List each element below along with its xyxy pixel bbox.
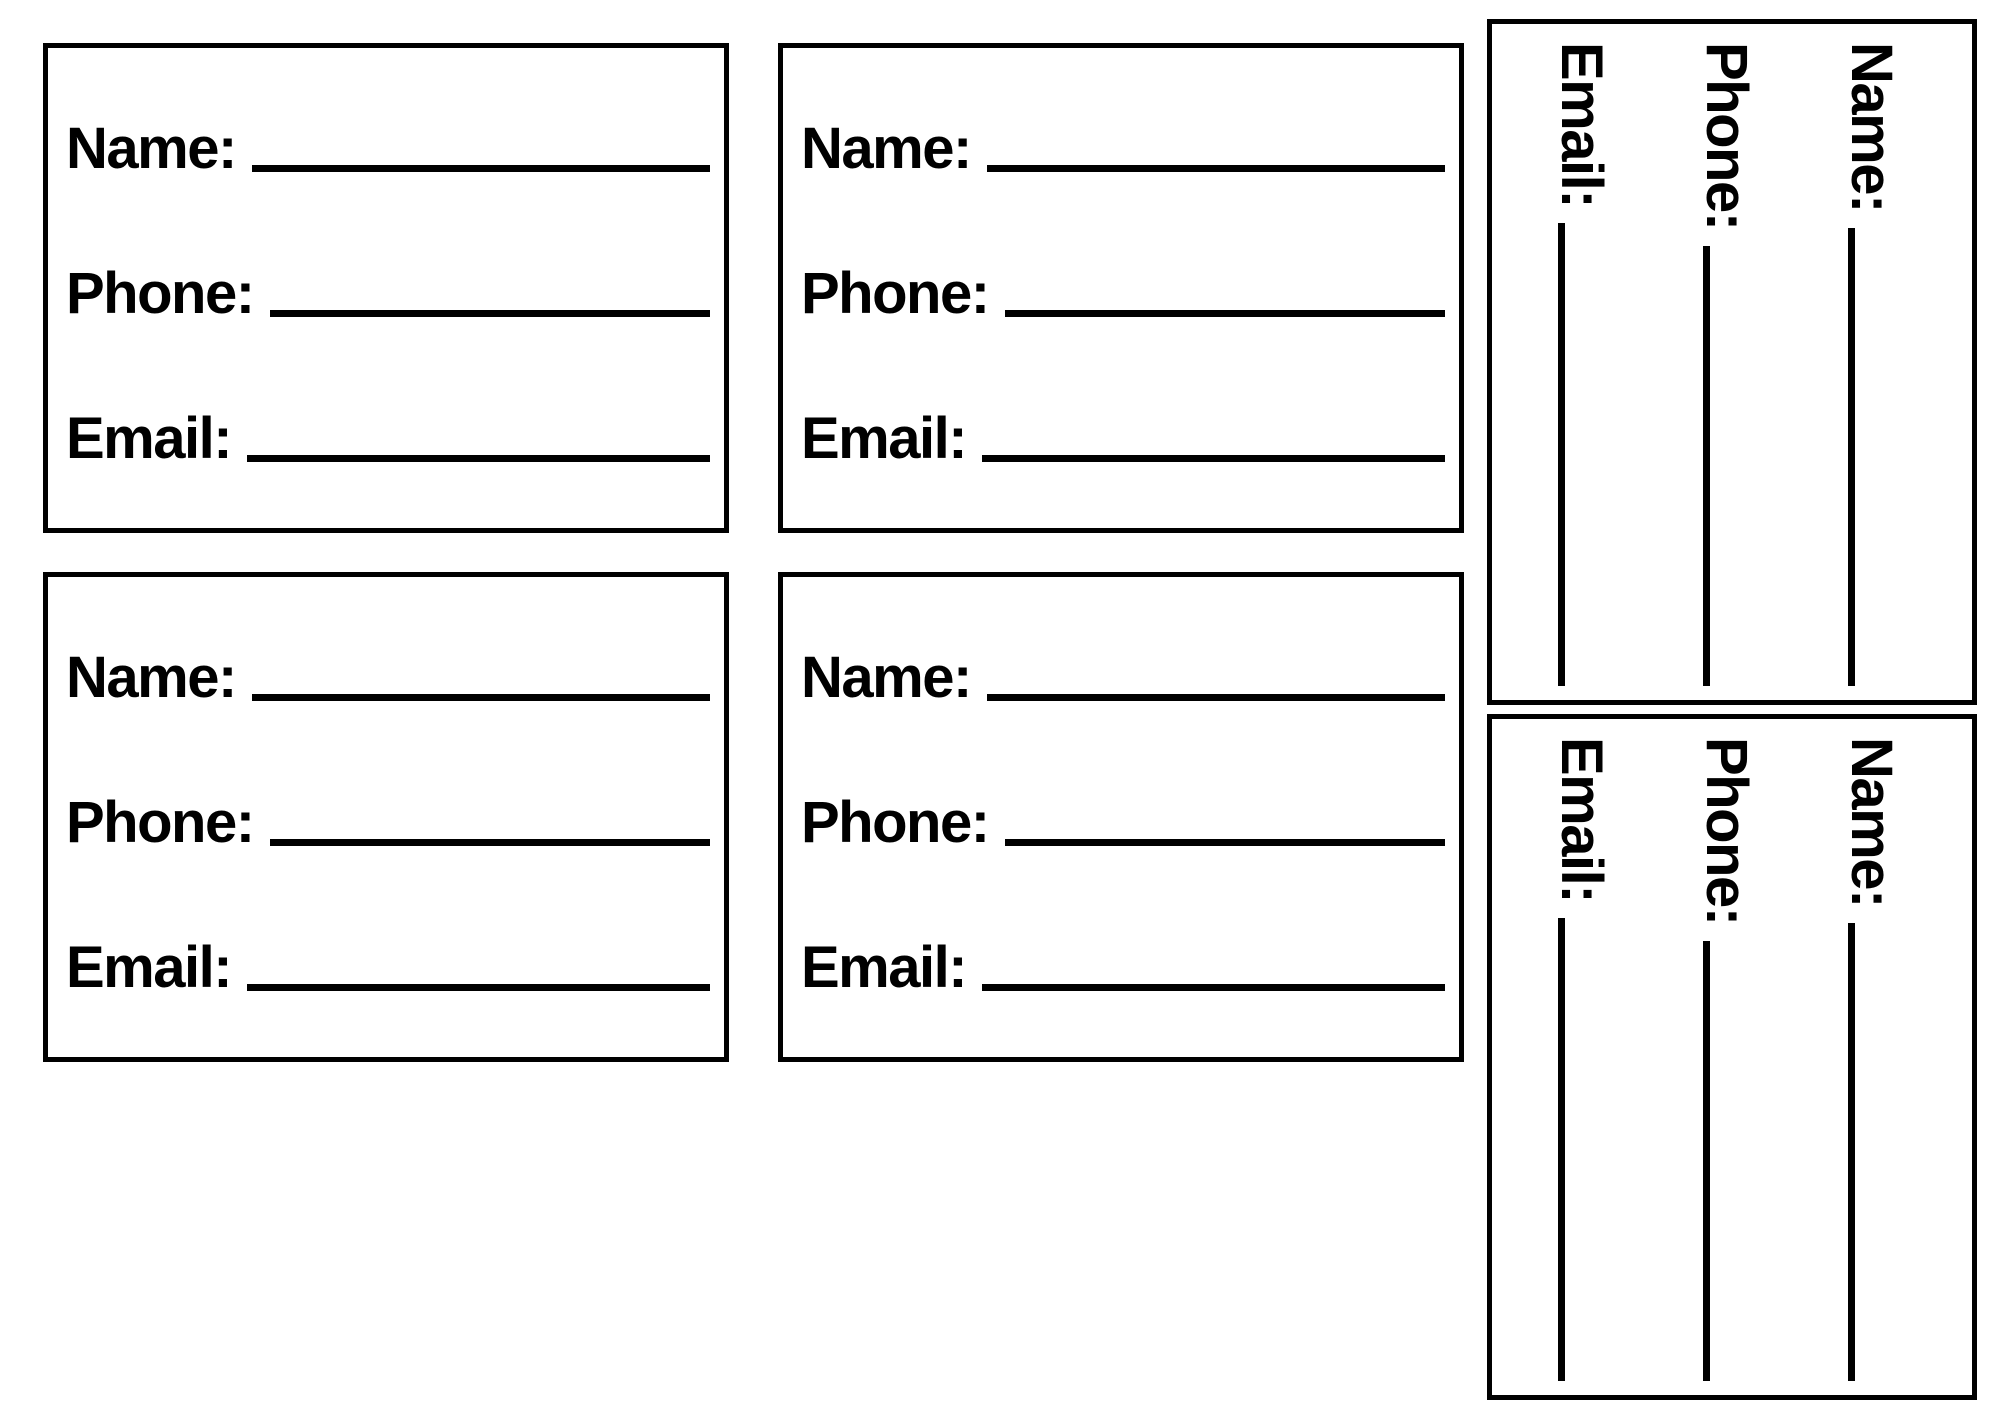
email-label: Email:	[66, 406, 233, 471]
name-blank-line	[1848, 922, 1855, 1381]
contact-card-5-rotated: Name: Phone: Email:	[1487, 19, 1977, 705]
contact-card-5: Name: Phone: Email:	[1487, 19, 1977, 705]
email-blank-line	[247, 455, 710, 462]
name-label: Name:	[66, 645, 237, 710]
name-label: Name:	[1839, 737, 1904, 907]
phone-field: Phone:	[801, 794, 1445, 852]
name-field: Name:	[801, 120, 1445, 178]
name-label: Name:	[801, 645, 972, 710]
phone-blank-line	[269, 310, 710, 317]
phone-blank-line	[1703, 245, 1710, 686]
email-field: Email:	[1549, 737, 1614, 1381]
email-label: Email:	[1549, 737, 1614, 903]
phone-blank-line	[1004, 839, 1445, 846]
name-field: Name:	[1839, 737, 1904, 1381]
email-field: Email:	[801, 939, 1445, 997]
phone-blank-line	[1004, 310, 1445, 317]
name-blank-line	[986, 694, 1445, 701]
email-field: Email:	[1549, 42, 1614, 686]
name-label: Name:	[801, 116, 972, 181]
phone-label: Phone:	[801, 261, 990, 326]
phone-field: Phone:	[66, 794, 710, 852]
phone-label: Phone:	[1694, 42, 1759, 230]
name-field: Name:	[801, 649, 1445, 707]
email-blank-line	[982, 455, 1445, 462]
email-blank-line	[247, 984, 710, 991]
phone-blank-line	[269, 839, 710, 846]
phone-label: Phone:	[66, 790, 255, 855]
contact-card-6-rotated: Name: Phone: Email:	[1487, 714, 1977, 1400]
email-field: Email:	[66, 939, 710, 997]
phone-field: Phone:	[1694, 737, 1759, 1381]
contact-card-1: Name: Phone: Email:	[43, 43, 729, 533]
name-field: Name:	[66, 120, 710, 178]
phone-field: Phone:	[801, 265, 1445, 323]
name-field: Name:	[66, 649, 710, 707]
email-label: Email:	[801, 935, 968, 1000]
phone-field: Phone:	[1694, 42, 1759, 686]
contact-card-2: Name: Phone: Email:	[778, 43, 1464, 533]
email-label: Email:	[801, 406, 968, 471]
email-field: Email:	[66, 410, 710, 468]
email-label: Email:	[66, 935, 233, 1000]
name-label: Name:	[1839, 42, 1904, 212]
name-label: Name:	[66, 116, 237, 181]
name-blank-line	[251, 165, 710, 172]
name-blank-line	[1848, 227, 1855, 686]
phone-label: Phone:	[66, 261, 255, 326]
email-blank-line	[982, 984, 1445, 991]
phone-label: Phone:	[801, 790, 990, 855]
phone-field: Phone:	[66, 265, 710, 323]
email-label: Email:	[1549, 42, 1614, 208]
name-blank-line	[986, 165, 1445, 172]
name-blank-line	[251, 694, 710, 701]
phone-blank-line	[1703, 940, 1710, 1381]
phone-label: Phone:	[1694, 737, 1759, 925]
contact-card-3: Name: Phone: Email:	[43, 572, 729, 1062]
email-blank-line	[1558, 918, 1565, 1381]
contact-card-4: Name: Phone: Email:	[778, 572, 1464, 1062]
email-field: Email:	[801, 410, 1445, 468]
email-blank-line	[1558, 223, 1565, 686]
name-field: Name:	[1839, 42, 1904, 686]
contact-card-6: Name: Phone: Email:	[1487, 714, 1977, 1400]
